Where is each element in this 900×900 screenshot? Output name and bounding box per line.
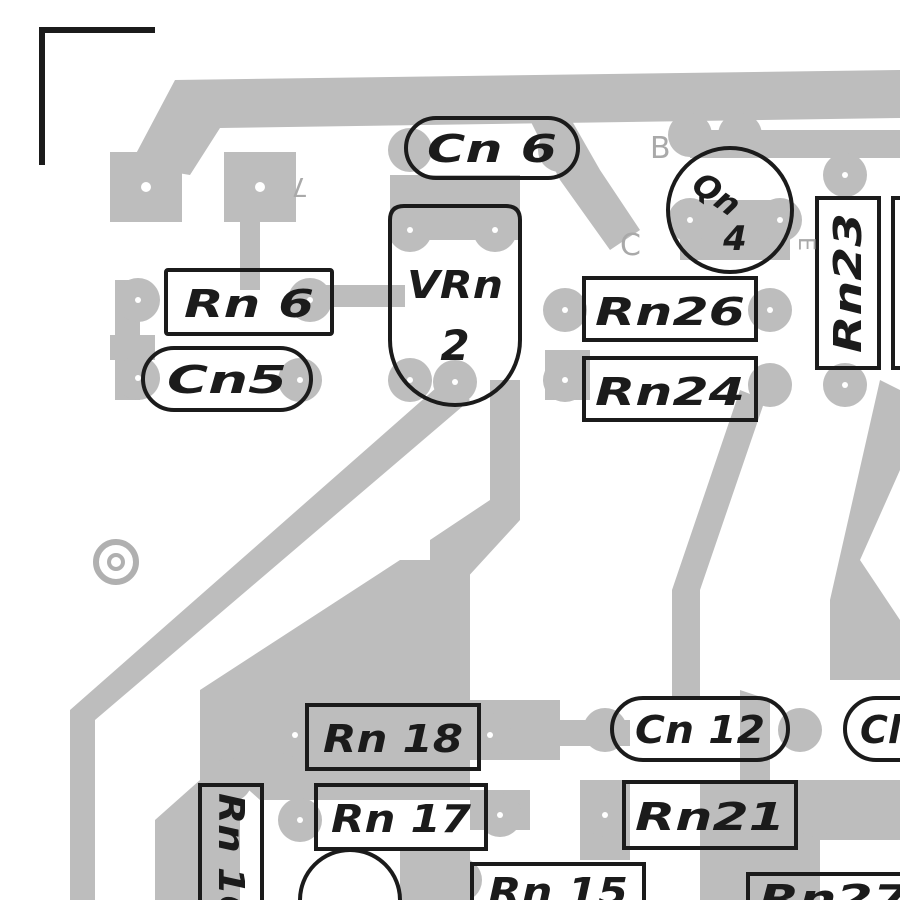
trace-right-diag: [672, 390, 765, 700]
outline-cn-partial: [843, 696, 900, 762]
label-rn6: Rn 6: [184, 282, 314, 326]
pad: [713, 858, 757, 900]
trace-left-vertical: [155, 690, 240, 900]
outline-rn24: [582, 356, 758, 422]
hole: [135, 297, 141, 303]
label-rn23: Rn23: [826, 213, 870, 353]
hole: [687, 217, 693, 223]
label-vrn2-line1: VRn: [407, 263, 503, 307]
mark-e: E: [793, 237, 818, 251]
hole: [255, 182, 265, 192]
hole: [407, 227, 413, 233]
outline-rn27: [746, 872, 900, 900]
pad: [778, 708, 822, 752]
label-rn18: Rn 18: [323, 717, 463, 761]
outline-qn4: [666, 146, 794, 274]
label-cn12: Cn 12: [635, 708, 765, 752]
outline-rn15: [470, 862, 646, 900]
corner-crop-mark: [39, 27, 155, 165]
label-cn-partial: Cl: [860, 708, 900, 752]
pad: [388, 128, 432, 172]
hole: [407, 377, 413, 383]
outline-rn26: [582, 276, 758, 342]
label-rn26: Rn26: [595, 290, 745, 334]
outline-cn12: [610, 696, 790, 762]
pad: [208, 758, 252, 802]
mark-c: C: [620, 228, 641, 263]
silkscreen-marks: B C 7 E: [291, 131, 818, 263]
hole: [842, 382, 848, 388]
copper-traces: [70, 70, 900, 900]
component-outlines: [141, 116, 900, 900]
label-rn16: Rn 16: [210, 793, 251, 900]
hole: [562, 307, 568, 313]
outline-rn21: [622, 780, 798, 850]
hole: [767, 307, 773, 313]
hole: [602, 812, 608, 818]
label-qn4-line2: 4: [722, 219, 747, 259]
label-vrn2-line2: 2: [440, 321, 469, 370]
hole: [292, 732, 298, 738]
trace-vrn2-down: [430, 380, 520, 580]
hole: [492, 227, 498, 233]
label-rn24: Rn24: [595, 370, 745, 414]
hole: [135, 375, 141, 381]
outline-rn16: [198, 783, 264, 900]
hole: [452, 379, 458, 385]
hole: [487, 732, 493, 738]
label-rn15: Rn 15: [488, 870, 628, 900]
outline-rn23: [815, 196, 881, 370]
outline-rn6: [164, 268, 334, 336]
pad: [748, 363, 792, 407]
trace-rn6-cn5-link: [110, 335, 155, 360]
hole: [297, 817, 303, 823]
trace-far-right-diag: [830, 380, 900, 680]
hole: [497, 812, 503, 818]
hole: [562, 377, 568, 383]
hole: [842, 172, 848, 178]
label-rn17: Rn 17: [331, 797, 472, 841]
outline-vrn2: [388, 204, 522, 407]
label-rn21: Rn21: [635, 795, 785, 839]
mark-b: B: [650, 131, 671, 166]
trace-top-border: [130, 70, 900, 175]
hole: [307, 297, 313, 303]
outline-rn18: [305, 703, 481, 771]
pad: [583, 708, 627, 752]
label-cn5: Cn5: [167, 358, 287, 402]
outline-cn6: [404, 116, 580, 180]
mark-7: 7: [291, 171, 308, 201]
outline-c-partial: [298, 848, 402, 900]
pad: [538, 128, 582, 172]
drill-holes: [135, 172, 848, 823]
pad: [793, 793, 837, 837]
pad: [718, 113, 762, 157]
hole: [777, 217, 783, 223]
pad: [668, 113, 712, 157]
outline-rn17: [314, 783, 488, 851]
label-rn27: Rn27: [759, 877, 900, 900]
trace-pad-link: [240, 200, 260, 290]
label-cn6: Cn 6: [427, 127, 557, 171]
trace-central-pour: [200, 560, 560, 800]
outline-right-edge: [891, 196, 900, 370]
trace-rn6-right: [320, 285, 405, 307]
outline-cn5: [141, 346, 313, 412]
trace-diagonal-left: [70, 380, 470, 900]
mounting-hole: [93, 539, 139, 585]
hole: [141, 182, 151, 192]
hole: [297, 377, 303, 383]
